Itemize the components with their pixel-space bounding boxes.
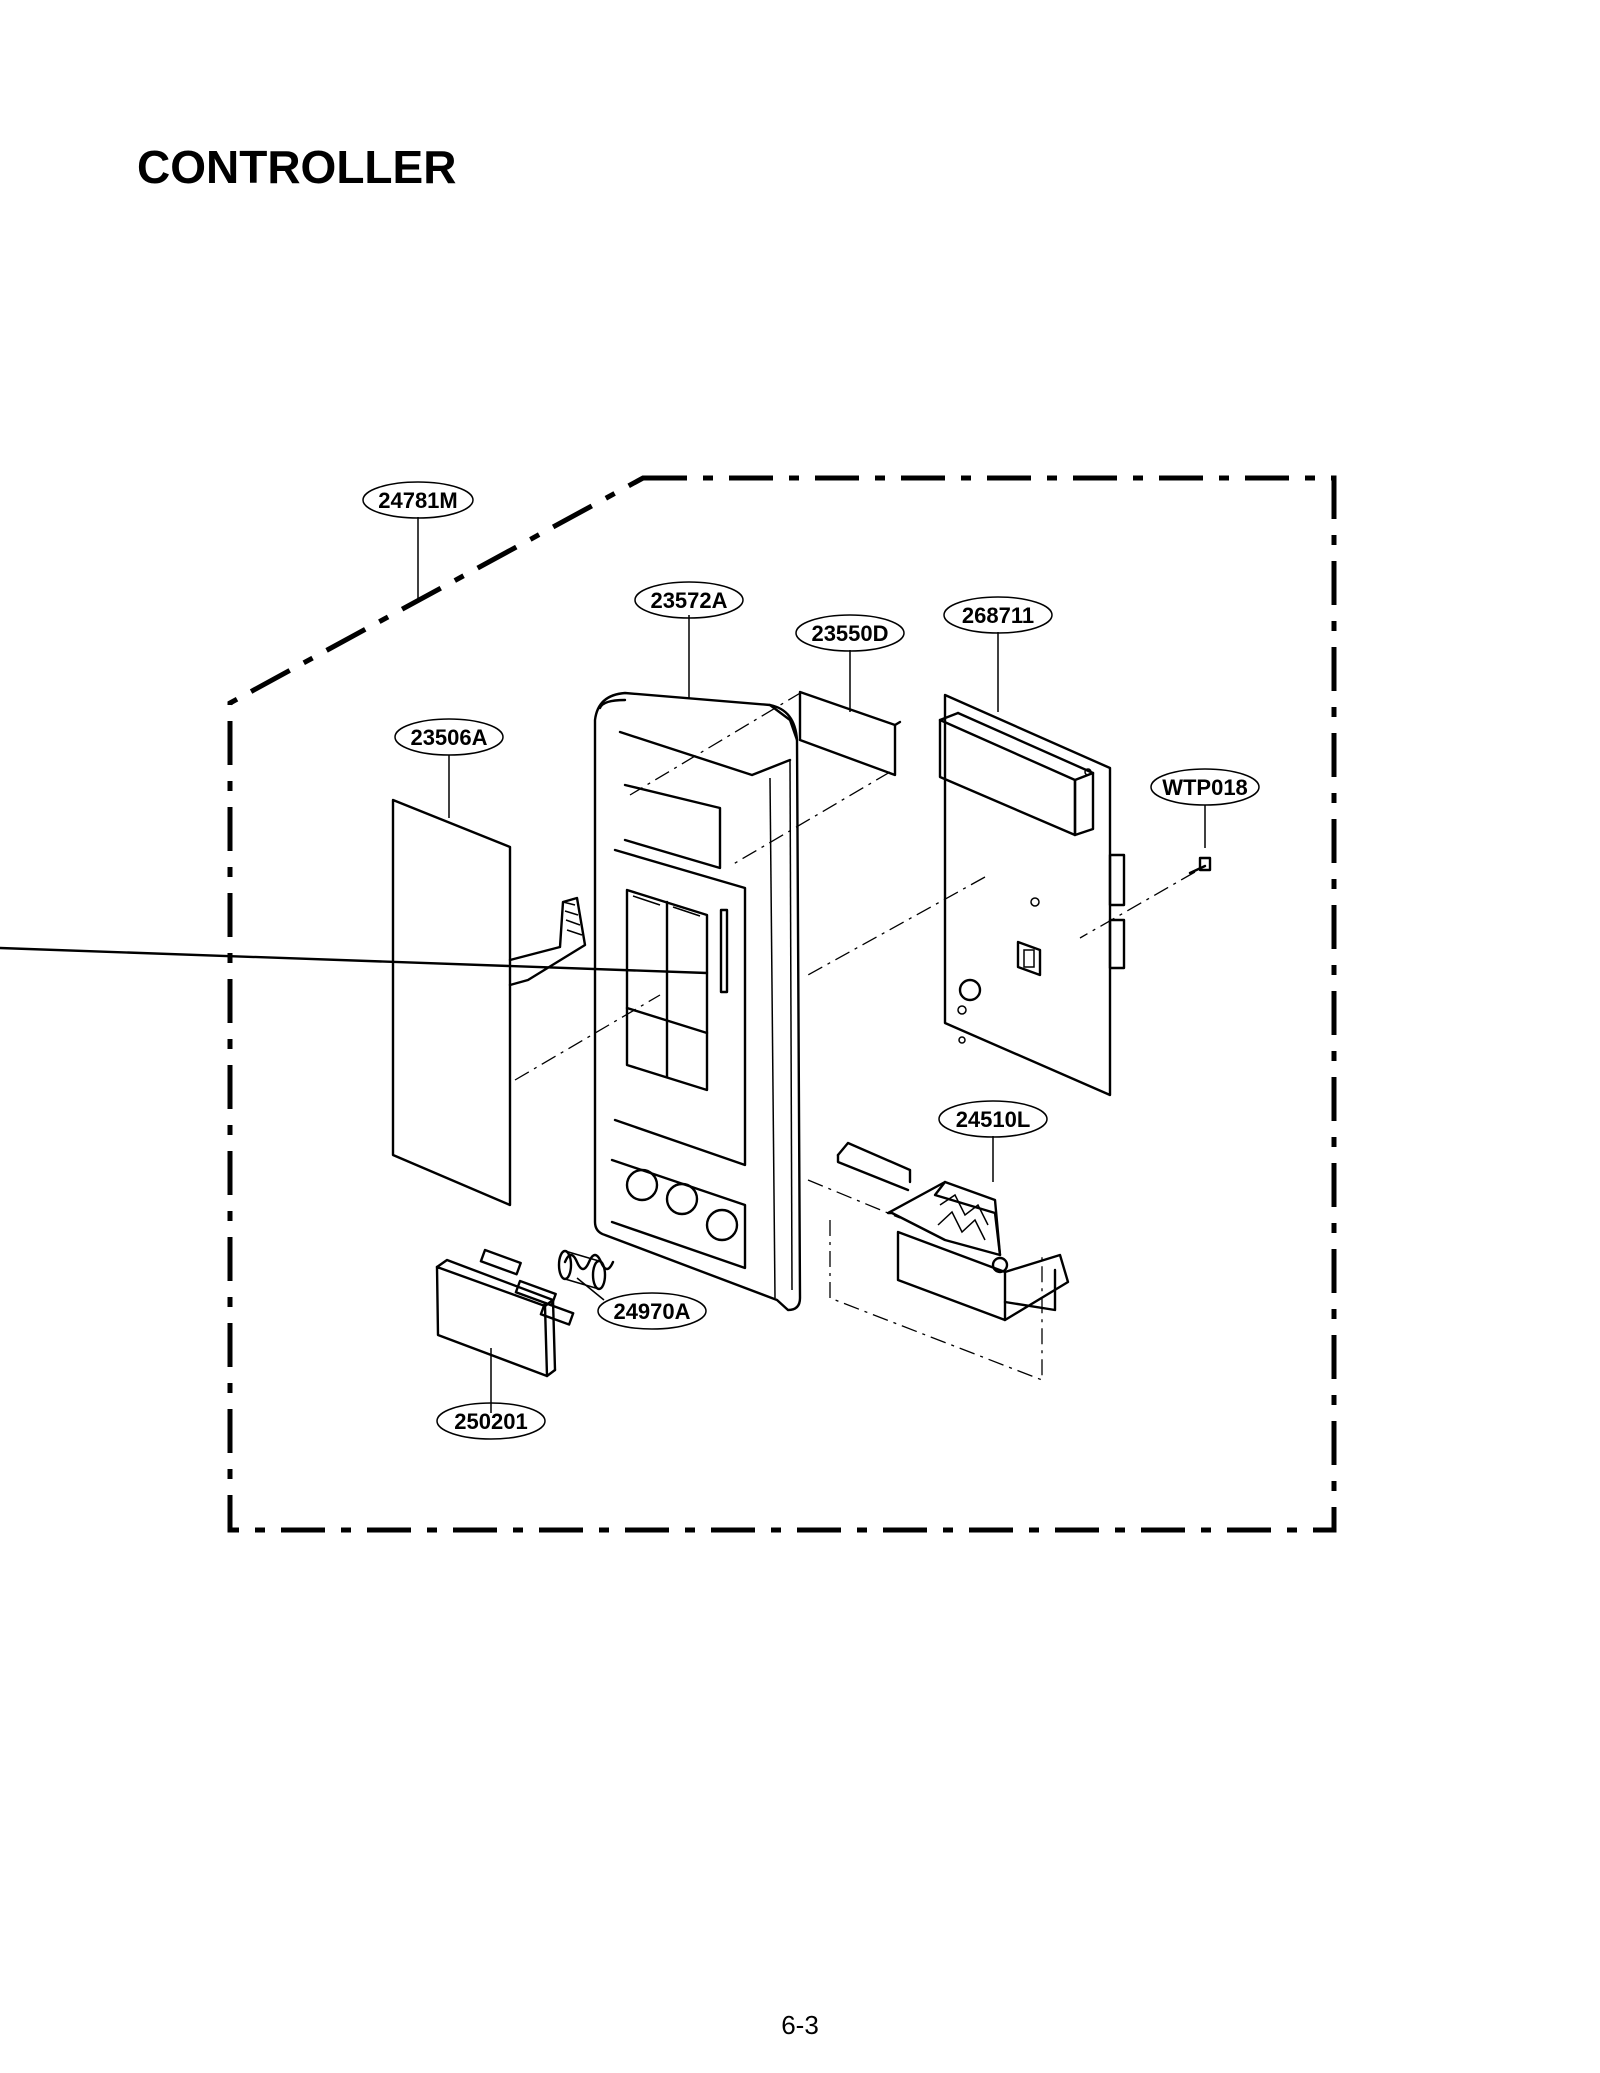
callout-250201: 250201 — [436, 1402, 546, 1440]
display-filter — [798, 690, 902, 777]
door-latch-lever — [836, 1141, 1070, 1322]
push-button — [435, 1248, 575, 1378]
part-label: 250201 — [454, 1409, 527, 1434]
callout-23550D: 23550D — [795, 614, 905, 652]
page-title: CONTROLLER — [137, 141, 457, 193]
part-label: 23572A — [650, 588, 727, 613]
part-label: 268711 — [962, 603, 1034, 628]
spring — [557, 1249, 615, 1291]
part-label: 24781M — [378, 488, 458, 513]
page-number: 6-3 — [781, 2010, 819, 2040]
part-label: WTP018 — [1162, 775, 1248, 800]
callout-268711: 268711 — [943, 596, 1053, 634]
pcb-assembly — [938, 693, 1126, 1097]
key-grid — [0, 888, 709, 1092]
part-label: 23550D — [811, 621, 888, 646]
part-label: 24970A — [613, 1299, 690, 1324]
callout-24970A: 24970A — [597, 1292, 707, 1330]
part-label: 24510L — [956, 1107, 1031, 1132]
assembly-boundary — [227, 475, 1337, 1533]
callout-24781M: 24781M — [362, 481, 474, 519]
callout-23572A: 23572A — [634, 581, 744, 619]
membrane-keypad-sheet — [391, 798, 587, 1207]
leader-lines — [417, 517, 1206, 1413]
callout-WTP018: WTP018 — [1150, 768, 1260, 806]
screw — [1188, 856, 1212, 875]
part-label: 23506A — [410, 725, 487, 750]
callout-24510L: 24510L — [938, 1100, 1048, 1138]
alignment-lines — [514, 691, 1196, 1381]
callout-23506A: 23506A — [394, 718, 504, 756]
control-panel-housing — [0, 691, 802, 1312]
